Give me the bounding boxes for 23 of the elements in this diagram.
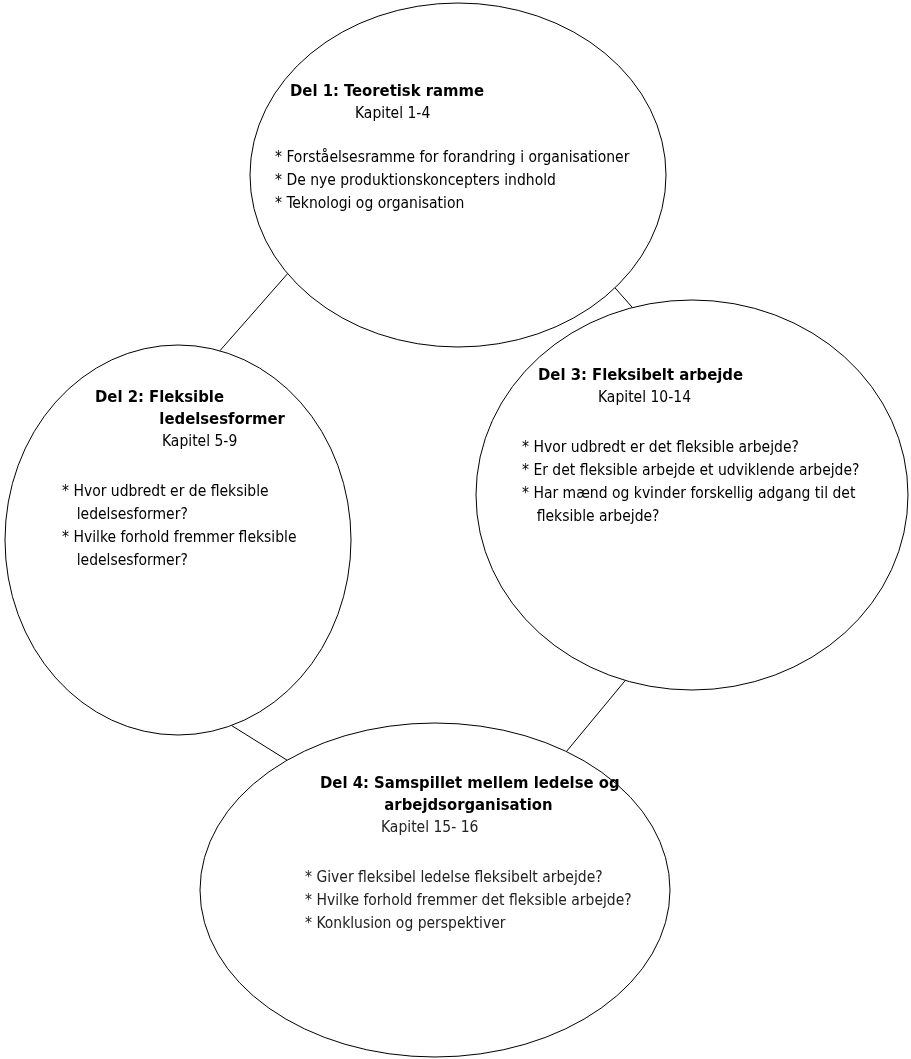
chapter-range: Kapitel 5-9 [162,431,238,452]
bullet-item: * Forståelsesramme for forandring i organisationer [275,147,630,168]
bullet-item: * De nye produktionskoncepters indhold [275,170,556,191]
bullet-item: * Teknologi og organisation [275,193,465,214]
section-heading: Del 3: Fleksibelt arbejde [538,364,744,386]
bullet-item: * Hvilke forhold fremmer det fleksible arbejde? [305,890,632,911]
bullet-item: * Hvor udbredt er de fleksible ledelsesformer? [62,481,270,525]
connector-line [565,679,626,753]
bullet-item: * Har mænd og kvinder forskellig adgang til det fleksible arbejde? [522,483,857,527]
section-heading: Del 1: Teoretisk ramme [290,80,485,102]
bullet-item: * Giver fleksibel ledelse fleksibelt arbejde? [305,867,603,888]
connector-line [614,287,633,309]
section-heading: Del 4: Samspillet mellem ledelse og arbejdsorganisation [320,772,621,816]
chapter-range: Kapitel 10-14 [598,387,691,408]
chapter-range: Kapitel 15- 16 [381,817,479,838]
bullet-item: * Er det fleksible arbejde et udviklende arbejde? [522,460,860,481]
bullet-item: * Hvor udbredt er det fleksible arbejde? [522,437,799,458]
bullet-item: * Hvilke forhold fremmer fleksible ledelsesformer? [62,527,298,571]
section-heading: Del 2: Fleksible ledelsesformer [95,386,286,430]
chapter-range: Kapitel 1-4 [355,103,431,124]
connector-line [219,273,289,352]
bullet-item: * Konklusion og perspektiver [305,913,506,934]
connector-line [230,724,288,761]
